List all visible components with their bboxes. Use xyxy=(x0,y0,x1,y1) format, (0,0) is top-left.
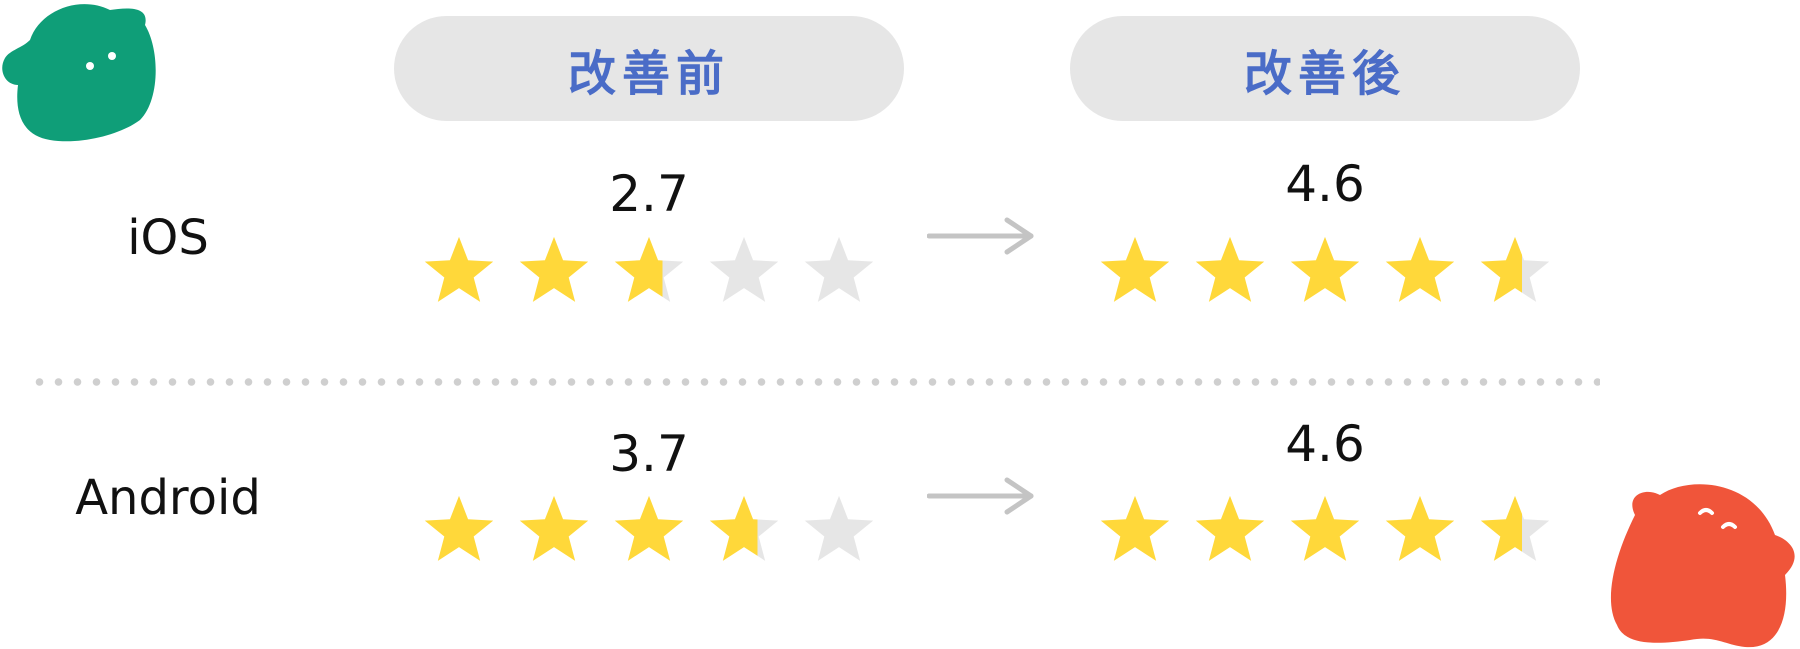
star-filled-icon xyxy=(614,495,684,561)
star-filled-icon xyxy=(1195,495,1265,561)
star-filled-icon xyxy=(519,495,589,561)
star-empty-icon xyxy=(804,236,874,302)
stars-after-ios xyxy=(1099,234,1551,306)
stars-after-android xyxy=(1099,493,1551,565)
star-filled-icon xyxy=(1385,236,1455,302)
star-filled-icon xyxy=(424,236,494,302)
star-half-icon xyxy=(1480,495,1550,561)
star-filled-icon xyxy=(519,236,589,302)
red-mascot-icon xyxy=(1610,484,1795,648)
platform-label-android: Android xyxy=(75,470,261,526)
star-empty-icon xyxy=(804,495,874,561)
star-filled-icon xyxy=(1290,236,1360,302)
header-after: 改善後 xyxy=(1070,16,1580,121)
star-filled-icon xyxy=(1385,495,1455,561)
star-half-icon xyxy=(614,236,684,302)
rating-after-android: 4.6 xyxy=(1285,415,1365,473)
star-half-icon xyxy=(1480,236,1550,302)
rating-before-android: 3.7 xyxy=(609,425,689,483)
header-before: 改善前 xyxy=(394,16,904,121)
green-mascot-icon xyxy=(2,4,156,142)
arrow-right-icon xyxy=(927,217,1034,255)
star-empty-icon xyxy=(709,236,779,302)
star-filled-icon xyxy=(424,495,494,561)
star-filled-icon xyxy=(1290,495,1360,561)
star-filled-icon xyxy=(1100,236,1170,302)
platform-label-ios: iOS xyxy=(127,210,209,266)
arrow-right-icon xyxy=(927,477,1034,515)
star-half-icon xyxy=(709,495,779,561)
dotted-divider xyxy=(30,378,1600,386)
rating-after-ios: 4.6 xyxy=(1285,155,1365,213)
stars-before-android xyxy=(423,493,875,565)
star-filled-icon xyxy=(1100,495,1170,561)
rating-before-ios: 2.7 xyxy=(609,165,689,223)
star-filled-icon xyxy=(1195,236,1265,302)
stars-before-ios xyxy=(423,234,875,306)
